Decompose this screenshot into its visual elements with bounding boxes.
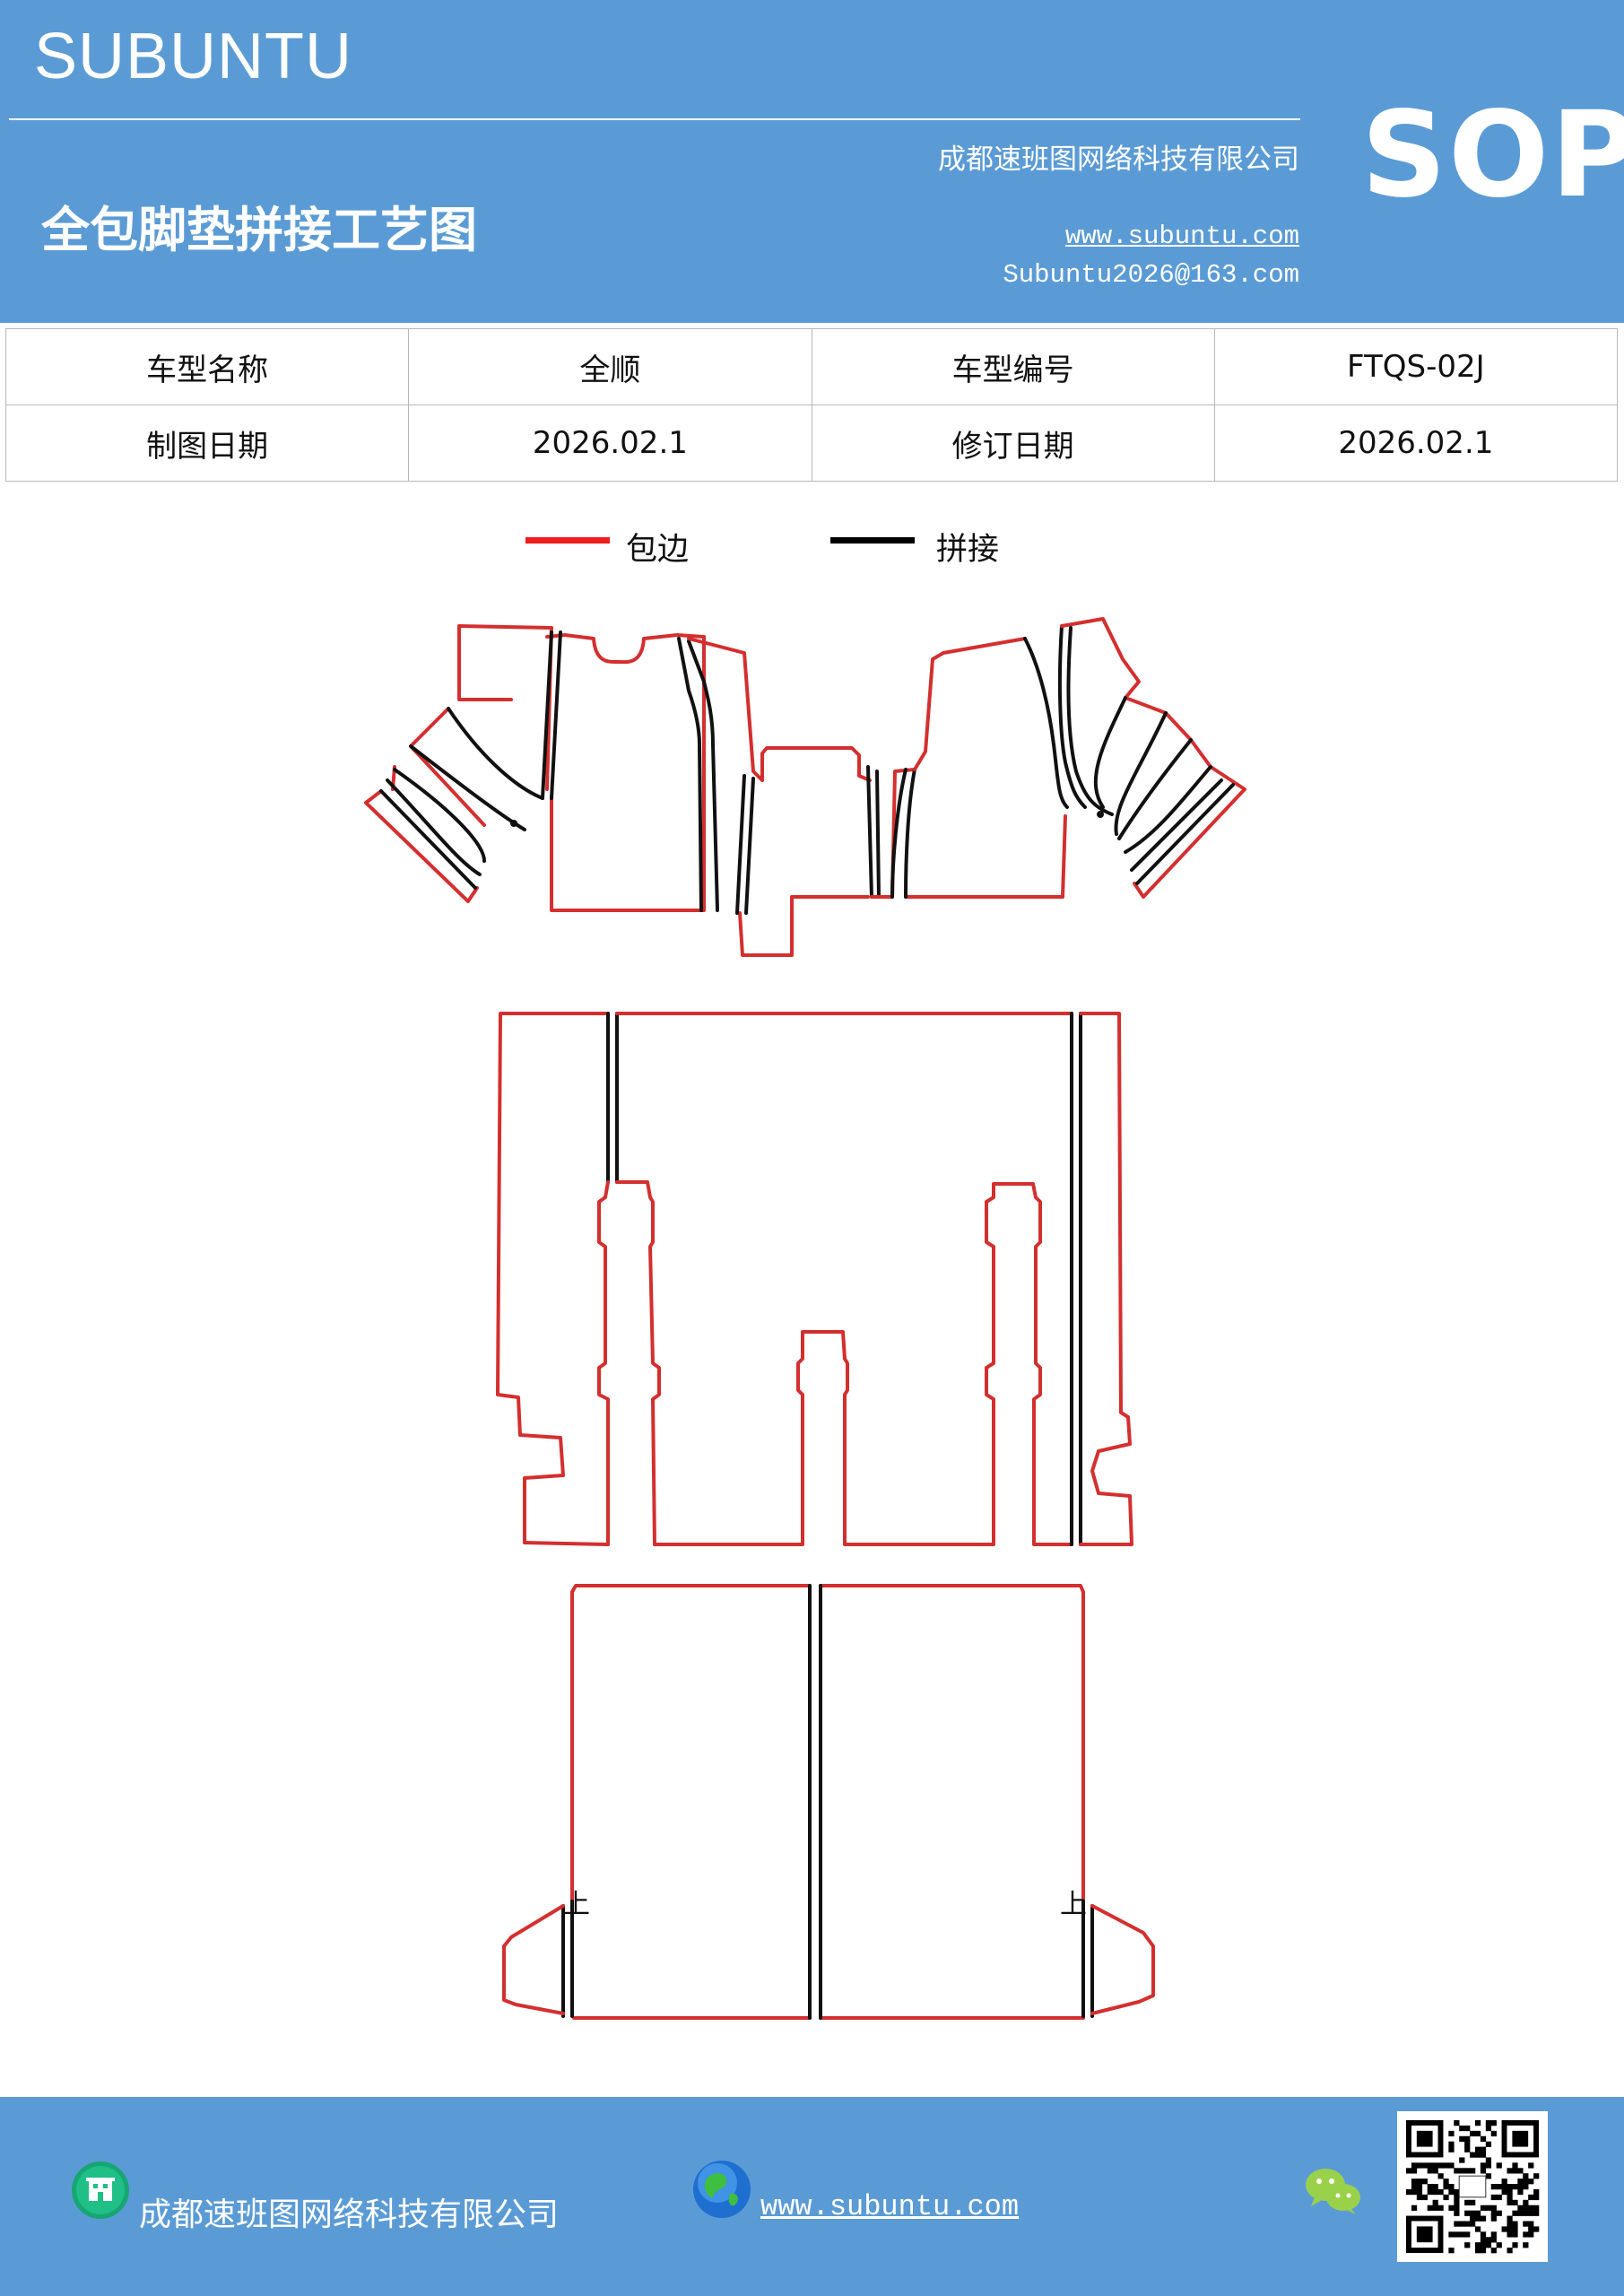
front-center-mat bbox=[735, 746, 916, 957]
header-website-link[interactable]: www.subuntu.com bbox=[1064, 222, 1299, 251]
orientation-mark-right: 上 bbox=[1060, 1889, 1087, 1920]
building-icon bbox=[72, 2161, 129, 2219]
header-banner bbox=[0, 0, 1624, 323]
model-code-value: FTQS-02J bbox=[1213, 328, 1619, 405]
drawing-date-value: 2026.02.1 bbox=[408, 404, 812, 482]
table-row: 车型名称 全顺 车型编号 FTQS-02J bbox=[4, 328, 1619, 405]
legend-seam-label: 拼接 bbox=[936, 532, 1000, 568]
brand-name: SUBUNTU bbox=[34, 21, 353, 92]
header-company-name: 成都速班图网络科技有限公司 bbox=[938, 144, 1299, 176]
model-name-label: 车型名称 bbox=[4, 328, 410, 405]
header-email: Subuntu2026@163.com bbox=[1003, 260, 1299, 290]
header-divider bbox=[9, 118, 1300, 120]
wechat-icon bbox=[1306, 2169, 1360, 2214]
vehicle-info-table: 车型名称 全顺 车型编号 FTQS-02J 制图日期 2026.02.1 修订日… bbox=[4, 328, 1619, 482]
middle-floor-mat bbox=[496, 1012, 1133, 1546]
table-row: 制图日期 2026.02.1 修订日期 2026.02.1 bbox=[4, 404, 1619, 482]
drawing-date-label: 制图日期 bbox=[4, 404, 410, 482]
orientation-mark-left: 上 bbox=[563, 1889, 590, 1920]
page-title: 全包脚垫拼接工艺图 bbox=[41, 201, 477, 258]
front-right-mat bbox=[890, 617, 1246, 899]
footer-company-name: 成都速班图网络科技有限公司 bbox=[139, 2196, 560, 2233]
front-left-mat bbox=[364, 624, 764, 912]
qr-code bbox=[1397, 2111, 1548, 2262]
model-code-label: 车型编号 bbox=[811, 328, 1215, 405]
model-name-value: 全顺 bbox=[408, 328, 812, 405]
legend-edge-label: 包边 bbox=[626, 532, 690, 568]
revision-date-value: 2026.02.1 bbox=[1213, 404, 1619, 482]
sop-badge: SOP bbox=[1361, 86, 1624, 224]
legend-seam-swatch bbox=[830, 537, 915, 544]
legend-edge-swatch bbox=[525, 537, 610, 544]
globe-icon bbox=[693, 2161, 751, 2218]
rear-floor-mat bbox=[502, 1584, 1155, 2020]
revision-date-label: 修订日期 bbox=[811, 404, 1215, 482]
footer-website-link[interactable]: www.subuntu.com bbox=[760, 2190, 1020, 2223]
